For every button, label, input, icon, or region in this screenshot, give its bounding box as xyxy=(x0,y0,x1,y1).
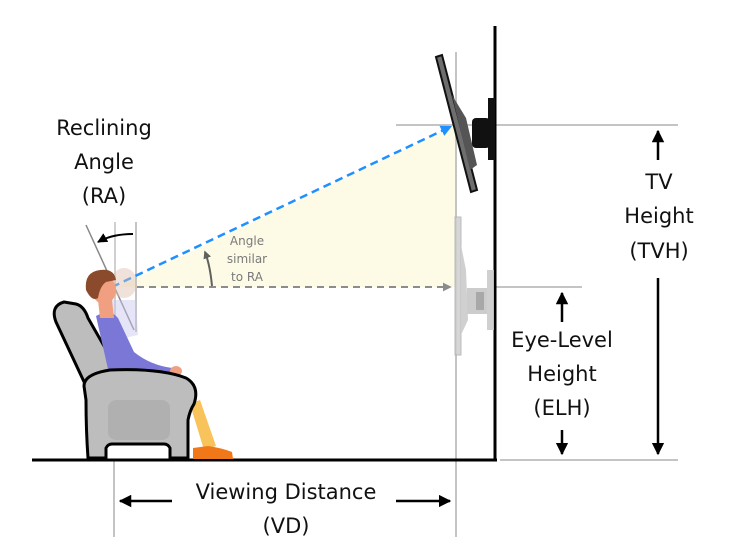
chair-side-panel xyxy=(108,400,170,440)
tv-screen xyxy=(434,53,479,194)
tv-eye-level-ghost xyxy=(454,216,494,356)
vd-line-2: (VD) xyxy=(263,514,310,538)
dimension-arrows xyxy=(118,129,665,508)
tv-ghost-bracket xyxy=(476,292,484,310)
label-reclining-angle: Reclining Angle (RA) xyxy=(56,116,152,208)
angle-note-line-2: similar xyxy=(227,252,267,266)
person-torso xyxy=(96,312,178,384)
tvh-line-3: (TVH) xyxy=(629,239,688,263)
guide-lines xyxy=(113,52,678,537)
angle-note-line-1: Angle xyxy=(230,234,264,248)
chair-back xyxy=(52,300,122,388)
tv-ghost-panel xyxy=(454,216,462,356)
angle-arrow-icon xyxy=(203,250,213,287)
tv-ghost-wallplate xyxy=(487,270,494,330)
recliner-with-person xyxy=(52,268,233,460)
person-hair xyxy=(85,269,116,299)
tvh-line-1: TV xyxy=(644,170,673,194)
label-eye-level-height: Eye-Level Height (ELH) xyxy=(511,328,613,420)
person-shoes xyxy=(193,446,233,459)
sight-line-to-tv xyxy=(111,125,453,289)
person-legs xyxy=(190,400,216,450)
view-cone xyxy=(118,125,456,287)
tv-ghost-back xyxy=(461,245,468,335)
tv-wallplate xyxy=(488,98,495,160)
label-tv-height: TV Height (TVH) xyxy=(624,170,693,263)
angle-note-line-3: to RA xyxy=(231,270,264,284)
label-angle-note: Angle similar to RA xyxy=(227,234,267,284)
elh-line-3: (ELH) xyxy=(533,396,590,420)
label-viewing-distance: Viewing Distance (VD) xyxy=(196,480,377,538)
recline-arrow-icon xyxy=(97,233,134,243)
ra-line-1: Reclining xyxy=(56,116,152,140)
ra-line-2: Angle xyxy=(74,150,134,174)
person-neck xyxy=(98,300,114,318)
tv-back xyxy=(452,95,477,170)
vd-line-1: Viewing Distance xyxy=(196,480,377,504)
tv-mount-arm xyxy=(472,118,490,148)
ra-line-3: (RA) xyxy=(82,184,127,208)
tv-tilted xyxy=(434,53,495,194)
elh-line-1: Eye-Level xyxy=(511,328,613,352)
tvh-line-2: Height xyxy=(624,204,693,228)
elh-line-2: Height xyxy=(527,362,596,386)
